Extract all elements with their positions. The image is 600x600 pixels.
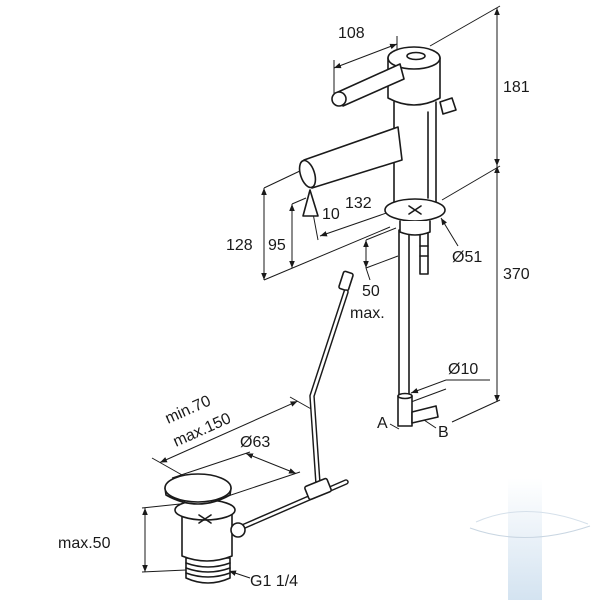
leader-line — [228, 570, 251, 579]
label-deck-thickness-qualifier: max. — [350, 305, 385, 322]
label-reach: 132 — [345, 195, 372, 212]
fitting-body — [397, 395, 413, 427]
thread-line — [185, 567, 231, 573]
dimension-line — [319, 208, 399, 237]
thread-line — [185, 562, 231, 568]
fitting-branch — [411, 405, 439, 424]
label-plug-diameter: Ø63 — [240, 434, 270, 451]
popup-knob — [439, 97, 457, 115]
dimension-plug-diameter — [171, 451, 301, 499]
extension-line-deck — [263, 226, 391, 281]
popup-pull-rod-inner — [310, 290, 348, 486]
extension-line-deck — [441, 165, 501, 201]
leader-line — [410, 388, 447, 403]
dimension-drain-height — [141, 503, 187, 573]
threaded-rod — [419, 229, 429, 275]
rod-clamp — [304, 477, 332, 501]
bottom-fitting — [397, 392, 439, 427]
dimension-deck-thickness — [363, 227, 399, 281]
mounting-rod-threaded — [419, 229, 429, 275]
extension-line — [221, 471, 301, 499]
leader-b — [423, 419, 437, 429]
leader-line — [440, 217, 459, 247]
extension-line-spout — [263, 169, 303, 189]
extension-line-bottom — [451, 399, 501, 423]
dimension-line — [245, 453, 297, 474]
mounting-shank — [399, 220, 431, 236]
leader-line — [410, 379, 447, 394]
label-base-diameter: Ø51 — [452, 249, 482, 266]
leader-line — [365, 267, 371, 281]
label-thread: G1 1/4 — [250, 573, 298, 590]
label-lower-height: 370 — [503, 266, 530, 283]
label-spout-height: 128 — [226, 237, 253, 254]
dimension-line — [159, 400, 298, 463]
base-mark — [408, 205, 422, 215]
drain-body — [181, 511, 233, 562]
label-deck-thickness: 50 — [362, 283, 380, 300]
label-upper-height: 181 — [503, 79, 530, 96]
faucet-cap-indicator — [406, 51, 426, 61]
spout — [303, 126, 403, 189]
drain-plug — [164, 473, 232, 503]
dimension-rod-diameter — [410, 379, 490, 403]
popup-rod-head — [338, 270, 354, 292]
label-aerator-height: 95 — [268, 237, 286, 254]
extension-line — [171, 451, 251, 479]
extension-line-aerator — [291, 197, 307, 205]
dimension-spout-heights — [261, 169, 391, 281]
label-jet: 10 — [322, 206, 340, 223]
lever-handle — [337, 63, 405, 107]
thread-line — [185, 572, 231, 578]
fitting-top — [397, 392, 413, 400]
label-projection: 108 — [338, 25, 365, 42]
extension-line — [365, 255, 399, 269]
extension-line — [141, 569, 187, 573]
aerator-jet — [302, 189, 319, 217]
lever-outlet — [230, 522, 246, 538]
faucet — [298, 46, 457, 427]
label-connection-a: A — [377, 415, 388, 432]
watermark-logo — [469, 478, 591, 600]
dimension-line — [333, 43, 398, 69]
popup-linkage — [237, 270, 354, 531]
watermark-arc-upper — [475, 511, 589, 525]
spout-outlet — [298, 159, 317, 189]
extension-line — [141, 503, 181, 509]
leader-a — [389, 423, 400, 430]
label-rod-diameter: Ø10 — [448, 361, 478, 378]
thread-leader — [228, 570, 251, 579]
extension-line-rod — [289, 396, 314, 411]
label-connection-b: B — [438, 424, 449, 441]
connection-leaders — [389, 419, 437, 430]
dimension-base-diameter — [440, 217, 459, 247]
flange-mark — [198, 514, 212, 524]
extension-line — [365, 227, 397, 241]
lever-handle-tip — [331, 91, 347, 107]
dimension-heights — [429, 5, 501, 423]
watermark-bar — [508, 478, 542, 600]
supply-rod — [398, 229, 410, 397]
label-drain-height: max.50 — [58, 535, 111, 552]
drain-waste — [164, 473, 246, 584]
extension-line-top — [429, 5, 501, 47]
watermark-arc-lower — [469, 525, 591, 538]
